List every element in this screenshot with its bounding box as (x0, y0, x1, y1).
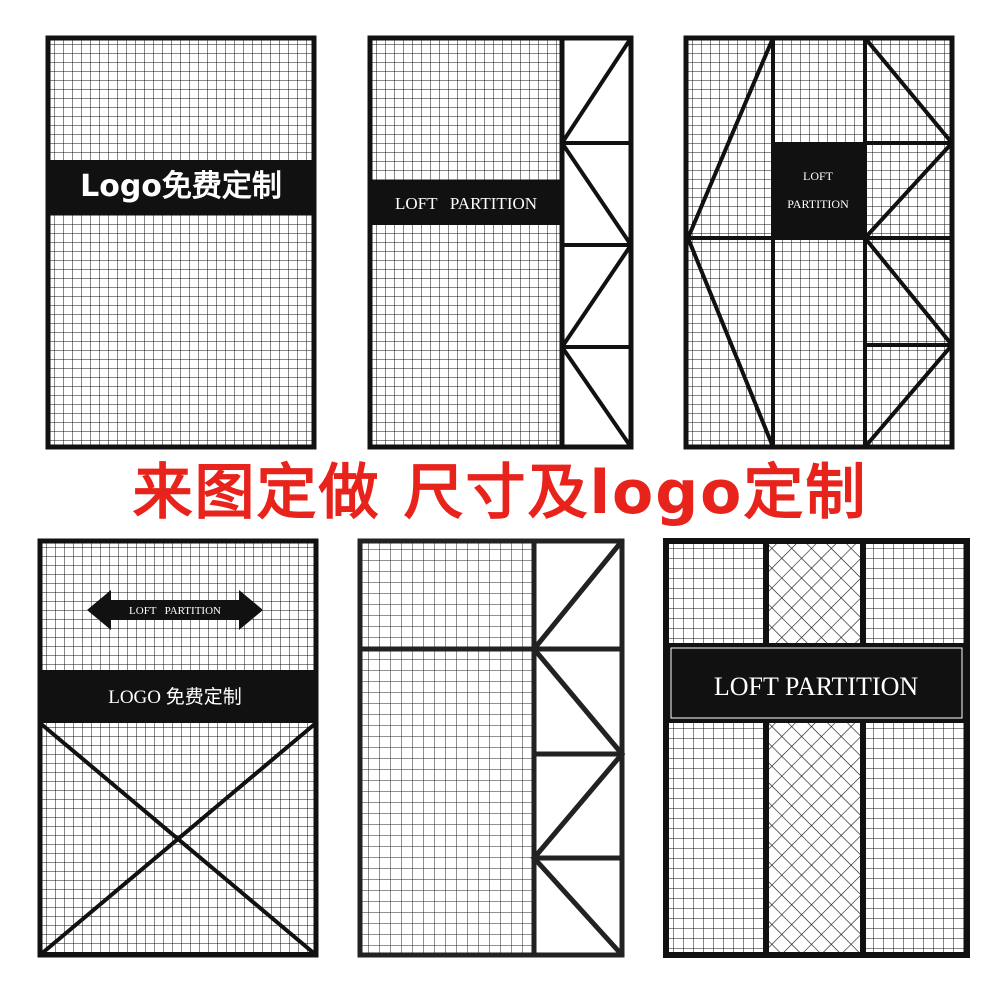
crosshatch-column (766, 541, 863, 955)
mesh-grid (360, 541, 534, 955)
triangle-column (534, 541, 622, 955)
arrow-label: LOFT PARTITION (129, 605, 221, 617)
dividers (763, 541, 866, 955)
grid-screen-panel-5 (357, 538, 625, 958)
grid-screen-panel-1: Logo免费定制 (45, 35, 317, 450)
panel-loft-partition-diamond: LOFT PARTITION (683, 35, 955, 450)
label-band (666, 643, 967, 723)
grid-screen-panel-6: LOFT PARTITION (663, 538, 970, 958)
frame (663, 538, 970, 958)
grid-screen-panel-3: LOFT PARTITION (683, 35, 955, 450)
panel-triangles-crossbar (357, 538, 625, 958)
panel-arrow-x-brace: LOFT PARTITION LOGO 免费定制 (37, 538, 319, 958)
panel-loft-partition-crosshatch: LOFT PARTITION (663, 538, 970, 958)
label-block (773, 142, 863, 238)
label-border (670, 647, 963, 719)
label-band (370, 180, 562, 225)
panel-label: LOGO 免费定制 (108, 686, 242, 708)
mesh-grid (370, 38, 562, 447)
panel-logo-free-custom: Logo免费定制 (45, 35, 317, 450)
label-band (40, 670, 316, 723)
panel-label-line2: PARTITION (787, 197, 849, 211)
triangle-pattern (360, 539, 625, 957)
mesh-grid (45, 35, 317, 450)
triangle-pattern (559, 36, 634, 449)
headline-custom-size-logo: 来图定做 尺寸及logo定制 (132, 458, 868, 528)
double-arrow-icon (87, 590, 263, 630)
label-band (48, 160, 314, 215)
panel-label-line1: LOFT (803, 169, 834, 183)
panel-label: LOFT PARTITION (395, 194, 537, 213)
triangle-column (562, 38, 631, 447)
x-brace (38, 721, 318, 957)
mesh-grid (683, 35, 955, 450)
grid-screen-panel-4: LOFT PARTITION LOGO 免费定制 (37, 538, 319, 958)
panel-label: Logo免费定制 (80, 169, 282, 204)
grid-screen-panel-2: LOFT PARTITION (367, 35, 634, 450)
frame (357, 538, 625, 958)
panel-loft-partition-triangles: LOFT PARTITION (367, 35, 634, 450)
panel-label: LOFT PARTITION (714, 672, 919, 701)
